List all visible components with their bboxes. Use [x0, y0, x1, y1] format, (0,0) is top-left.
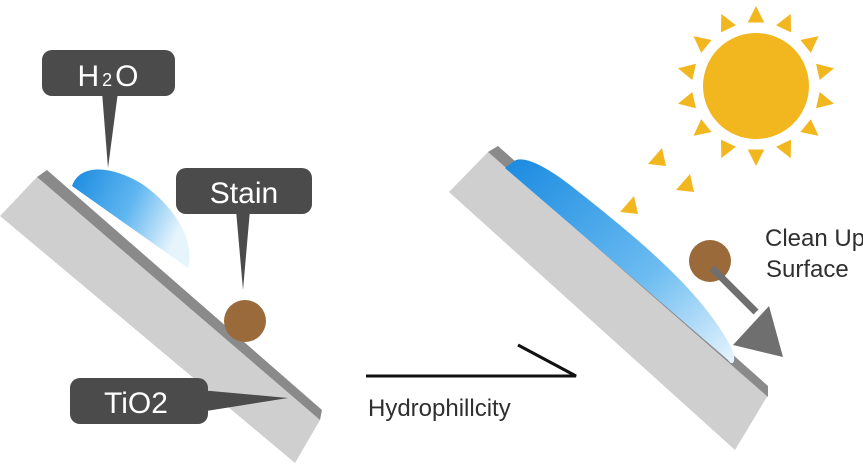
result-label-line2: Surface	[766, 256, 849, 283]
left-glass-plate	[0, 177, 320, 463]
result-label-line1: Clean Up	[765, 225, 863, 252]
stain-callout: Stain	[176, 168, 312, 290]
sun-ray	[800, 119, 819, 136]
sunlight-beams	[620, 148, 694, 214]
sun-disc	[703, 33, 809, 139]
tio2-label: TiO2	[104, 387, 168, 420]
sun-ray	[816, 63, 834, 80]
sun-ray	[816, 92, 834, 109]
sun-ray	[720, 139, 736, 159]
sun-ray	[693, 36, 712, 53]
right-glass-plate	[449, 152, 768, 450]
stain-label: Stain	[210, 177, 278, 210]
stain-removal-arrow	[709, 265, 783, 357]
left-water-droplet	[72, 169, 190, 268]
tio2-callout: TiO2	[70, 378, 288, 424]
sun-ray	[747, 149, 765, 166]
process-arrow-line	[366, 343, 577, 378]
left-tio2-coating	[37, 170, 322, 420]
sun-ray	[776, 13, 792, 33]
sun-ray	[678, 63, 696, 80]
sun-ray	[747, 6, 765, 23]
process-arrow: Hydrophillcity	[366, 343, 577, 422]
right-stain-particle	[689, 240, 731, 282]
sun-ray	[678, 92, 696, 109]
sun-ray	[720, 13, 736, 33]
sun-rays	[678, 6, 834, 166]
sun-ray	[776, 139, 792, 159]
right-panel: Clean Up Surface	[449, 146, 863, 450]
sun-ray	[800, 36, 819, 53]
sun-icon	[620, 6, 834, 214]
right-water-film	[505, 159, 735, 364]
sun-ray	[693, 119, 712, 136]
left-stain-particle	[224, 300, 266, 342]
process-label: Hydrophillcity	[368, 395, 511, 422]
